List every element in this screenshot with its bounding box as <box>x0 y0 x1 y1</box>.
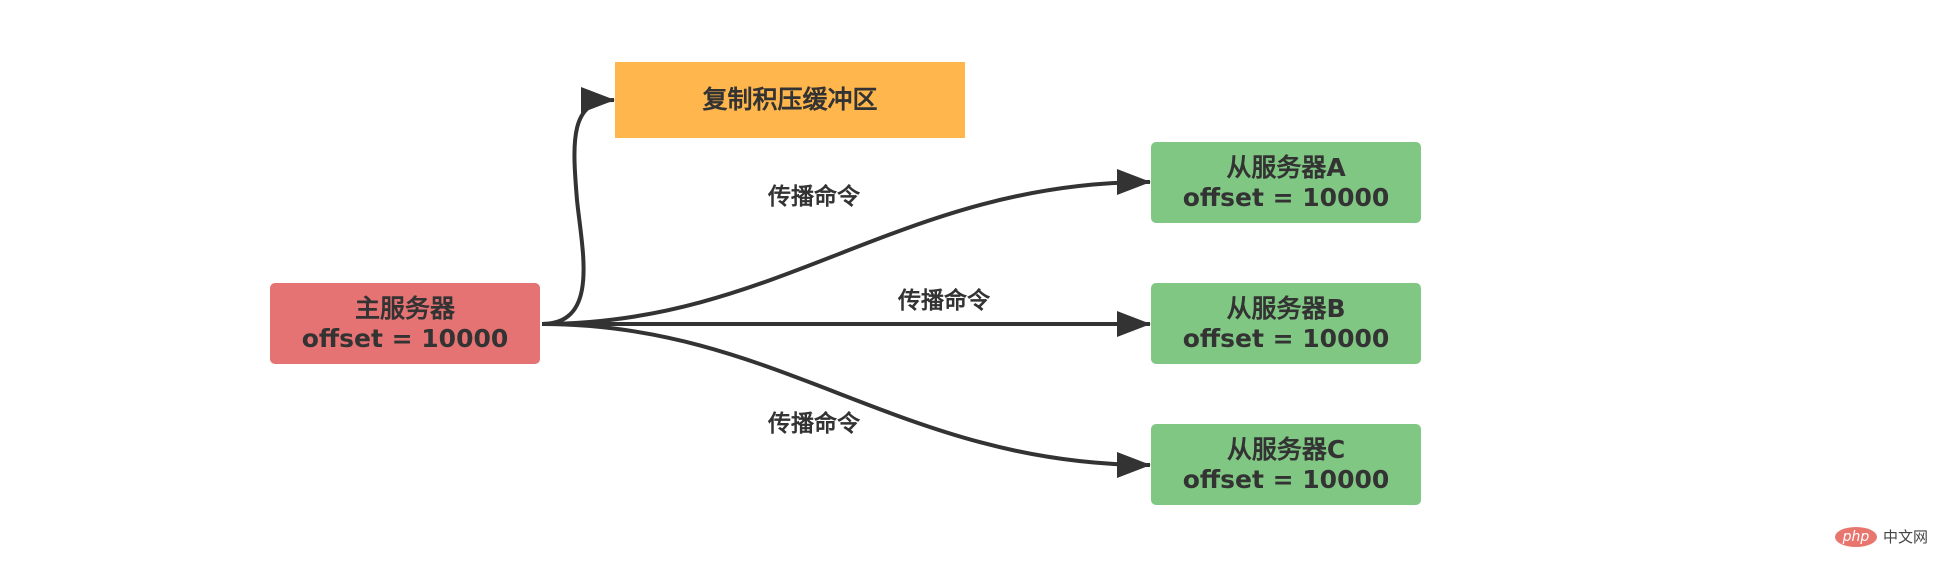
edge-label-slave-a: 传播命令 <box>768 184 860 210</box>
slave-a-title: 从服务器A <box>1226 152 1346 182</box>
slave-a-offset: offset = 10000 <box>1182 182 1390 212</box>
master-server-title: 主服务器 <box>354 293 455 323</box>
slave-c-title: 从服务器C <box>1226 434 1346 464</box>
slave-b-offset: offset = 10000 <box>1182 323 1390 353</box>
watermark-text: 中文网 <box>1883 528 1929 546</box>
edge-label-slave-b: 传播命令 <box>898 288 990 314</box>
slave-server-b-node: 从服务器B offset = 10000 <box>1151 283 1421 364</box>
slave-c-offset: offset = 10000 <box>1182 464 1390 494</box>
slave-b-title: 从服务器B <box>1226 293 1346 323</box>
buffer-title: 复制积压缓冲区 <box>702 85 878 114</box>
php-logo-icon: php <box>1835 526 1877 547</box>
slave-server-c-node: 从服务器C offset = 10000 <box>1151 424 1421 505</box>
edge-master-to-buffer <box>541 87 615 326</box>
edge-label-slave-c: 传播命令 <box>768 411 860 437</box>
watermark: php 中文网 <box>1835 526 1928 547</box>
master-server-node: 主服务器 offset = 10000 <box>270 283 540 364</box>
edge-master-to-slave-c <box>541 322 1151 478</box>
master-server-offset: offset = 10000 <box>301 323 509 353</box>
edge-master-to-slave-a <box>541 169 1151 326</box>
slave-server-a-node: 从服务器A offset = 10000 <box>1151 142 1421 223</box>
replication-backlog-buffer-node: 复制积压缓冲区 <box>615 62 965 138</box>
